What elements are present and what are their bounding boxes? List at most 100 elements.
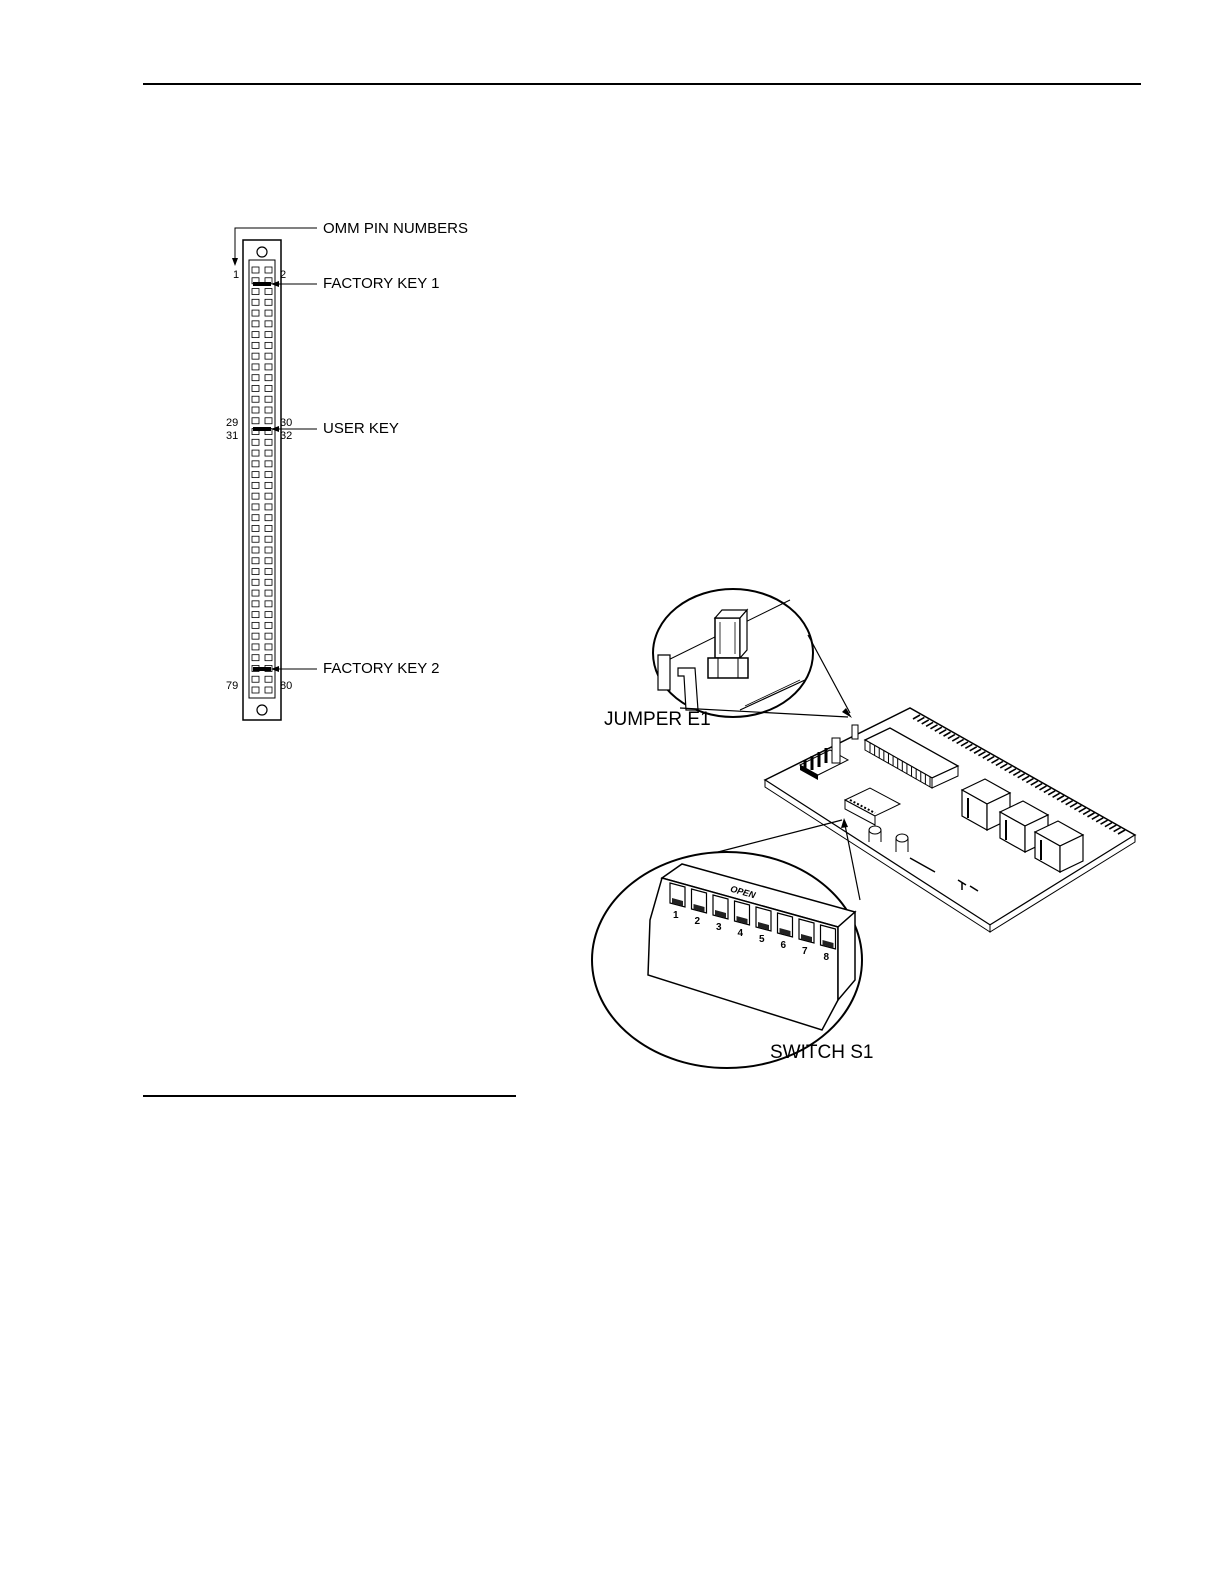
pin-pad — [252, 385, 259, 391]
pin-pad — [252, 310, 259, 316]
pin-label-31: 31 — [226, 431, 238, 442]
user-key-label: USER KEY — [323, 421, 399, 436]
pin-pad — [252, 622, 259, 628]
pin-pad — [265, 472, 272, 478]
pin-pad — [265, 569, 272, 575]
switch-number-4: 4 — [738, 929, 744, 939]
pin-pad — [252, 676, 259, 682]
pin-pad — [265, 558, 272, 564]
pin-label-29: 29 — [226, 418, 238, 429]
factory-key-2-label: FACTORY KEY 2 — [323, 661, 439, 676]
pin-pad — [252, 612, 259, 618]
pin-pad — [265, 450, 272, 456]
header-rule — [143, 83, 1141, 85]
pin-pad — [252, 569, 259, 575]
pin-pad — [265, 579, 272, 585]
pin-pad — [265, 321, 272, 327]
pin-label-79: 79 — [226, 681, 238, 692]
pin-pad — [265, 364, 272, 370]
pin-pad — [265, 439, 272, 445]
pin-pad — [252, 536, 259, 542]
pin-pad — [252, 687, 259, 693]
pin-pad — [265, 289, 272, 295]
pin-pad — [252, 289, 259, 295]
factory-key-2-mark — [253, 667, 271, 671]
pin-pad — [265, 515, 272, 521]
pin-pad — [265, 525, 272, 531]
pin-pad — [252, 655, 259, 661]
pin-pad — [252, 299, 259, 305]
pin-pad — [265, 407, 272, 413]
pin-pad — [252, 482, 259, 488]
pin-pad — [252, 418, 259, 424]
pin-label-30: 30 — [280, 418, 292, 429]
pin-pad — [252, 558, 259, 564]
pin-pad — [252, 633, 259, 639]
pin-pad — [252, 547, 259, 553]
switch-number-1: 1 — [673, 911, 679, 921]
switch-number-6: 6 — [781, 941, 787, 951]
pin-numbers-arrowhead — [232, 258, 238, 266]
pin-pad — [252, 515, 259, 521]
section-divider-rule — [143, 1095, 516, 1097]
switch-number-8: 8 — [824, 953, 830, 963]
pin-pad — [265, 267, 272, 273]
pin-pad — [265, 332, 272, 338]
jumper-magnifier — [653, 589, 813, 717]
pin-pad — [265, 601, 272, 607]
pin-pad — [265, 536, 272, 542]
pin-pad — [265, 644, 272, 650]
switch-magnifier — [592, 852, 862, 1068]
pin-pad — [252, 450, 259, 456]
pin-pad — [265, 385, 272, 391]
pin-pad — [252, 332, 259, 338]
factory-key-1-mark — [253, 282, 271, 286]
pin-pad — [265, 655, 272, 661]
pin-pad — [265, 590, 272, 596]
pin-pad — [252, 396, 259, 402]
pin-pad — [252, 590, 259, 596]
pin-pad — [265, 633, 272, 639]
capacitor-1 — [869, 826, 881, 834]
pin-pad — [265, 375, 272, 381]
switch-number-2: 2 — [695, 917, 701, 927]
pin-numbers-label: OMM PIN NUMBERS — [323, 221, 468, 236]
pin-pad — [252, 644, 259, 650]
pin-pad — [265, 418, 272, 424]
pin-pad — [252, 375, 259, 381]
pin-pad — [265, 622, 272, 628]
pin-pad — [252, 493, 259, 499]
pin-pad — [265, 612, 272, 618]
pin-pad — [252, 321, 259, 327]
pin-pad — [265, 342, 272, 348]
pin-pad — [265, 687, 272, 693]
pin-label-1: 1 — [233, 270, 239, 281]
pin-pad — [265, 299, 272, 305]
pin-pad — [265, 461, 272, 467]
pin-pad — [252, 461, 259, 467]
pin-label-32: 32 — [280, 431, 292, 442]
pin-pad — [265, 504, 272, 510]
connector-pinout-diagram — [225, 220, 455, 730]
pin-pad — [252, 342, 259, 348]
pin-pad — [265, 482, 272, 488]
pin-pad — [265, 547, 272, 553]
switch-number-7: 7 — [802, 947, 808, 957]
pin-pad — [252, 472, 259, 478]
pin-pad — [252, 579, 259, 585]
jumper-e1-post — [852, 725, 858, 739]
pin-pad — [265, 396, 272, 402]
pin-pad — [252, 267, 259, 273]
pin-pad — [252, 439, 259, 445]
factory-key-1-label: FACTORY KEY 1 — [323, 276, 439, 291]
pin-pad — [265, 676, 272, 682]
pin-pad — [252, 525, 259, 531]
switch-s1-label: SWITCH S1 — [770, 1043, 873, 1062]
pin-label-80: 80 — [280, 681, 292, 692]
pin-pad — [252, 504, 259, 510]
pin-pad — [252, 407, 259, 413]
jumper-callout-line-2 — [808, 635, 850, 713]
jumper-e1-label: JUMPER E1 — [604, 710, 711, 729]
pin-pad — [252, 364, 259, 370]
pin-pad — [265, 310, 272, 316]
